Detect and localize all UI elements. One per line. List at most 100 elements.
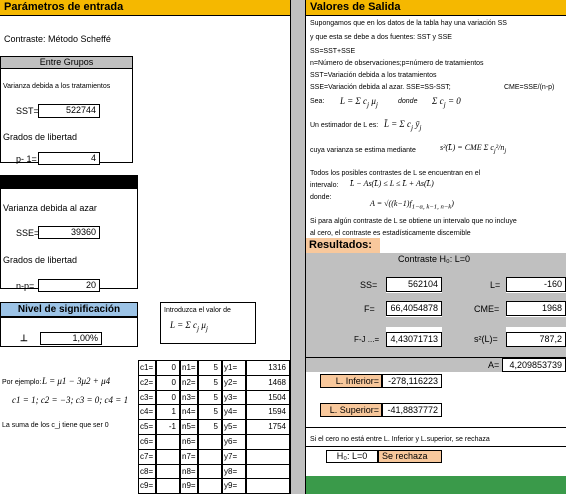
s2-value: 787,2 <box>506 332 566 347</box>
table-label-y: y3= <box>222 389 246 406</box>
fj-value: 4,43071713 <box>386 332 442 347</box>
todos-line-2: intervalo: <box>310 182 339 189</box>
sea-label: Sea: <box>310 98 325 105</box>
gray-row-1 <box>306 265 566 277</box>
ss-label: SS= <box>360 280 378 290</box>
table-input-yv[interactable] <box>246 478 290 494</box>
l-label-bg <box>442 277 506 293</box>
p-input[interactable]: 4 <box>38 152 100 165</box>
table-input-yv[interactable]: 1316 <box>246 360 290 376</box>
table-input-nv[interactable] <box>198 478 222 494</box>
table-input-cv[interactable]: 0 <box>156 374 180 391</box>
table-input-cv[interactable]: -1 <box>156 419 180 435</box>
lsup-value: -41,8837772 <box>382 403 442 417</box>
ejemplo-L-expr: L = μ1 − 3μ2 + μ4 <box>42 376 111 386</box>
ss-eq: SS=SST+SSE <box>310 48 356 55</box>
formula-L-def: L = Σ cj μj <box>340 96 378 109</box>
np-input[interactable]: 20 <box>38 279 100 292</box>
table-input-cv[interactable]: 1 <box>156 404 180 421</box>
sst-label: SST= <box>16 106 39 116</box>
table-input-yv[interactable] <box>246 463 290 480</box>
table-input-yv[interactable]: 1504 <box>246 389 290 406</box>
right-header: Valores de Salida <box>306 0 566 16</box>
table-input-nv[interactable] <box>198 448 222 465</box>
table-input-yv[interactable] <box>246 448 290 465</box>
suma-nota: La suma de los c_j tiene que ser 0 <box>2 422 109 429</box>
table-label-n: n2= <box>180 374 198 391</box>
table-label-c: c6= <box>138 434 156 450</box>
cme-label: CME= <box>474 304 500 314</box>
table-input-cv[interactable] <box>156 448 180 465</box>
cme-value: 1968 <box>506 301 566 316</box>
table-label-y: y5= <box>222 419 246 435</box>
divider-column <box>290 0 306 494</box>
table-label-y: y1= <box>222 360 246 376</box>
table-input-nv[interactable]: 5 <box>198 389 222 406</box>
s2-label-bg <box>442 327 506 347</box>
divider-line-1 <box>306 357 566 358</box>
table-label-c: c2= <box>138 374 156 391</box>
cme-def: CME=SSE/(n-p) <box>504 84 555 91</box>
f-label: F= <box>364 304 375 314</box>
table-input-nv[interactable]: 5 <box>198 419 222 435</box>
table-label-c: c7= <box>138 448 156 465</box>
table-input-yv[interactable]: 1594 <box>246 404 290 421</box>
table-label-c: c8= <box>138 463 156 480</box>
sst-def: SST=Variación debida a los tratamientos <box>310 72 437 79</box>
table-label-n: n7= <box>180 448 198 465</box>
azar-bar <box>0 175 138 189</box>
green-footer <box>306 476 566 494</box>
table-label-y: y8= <box>222 463 246 480</box>
table-label-c: c3= <box>138 389 156 406</box>
l-value: -160 <box>506 277 566 292</box>
table-label-y: y4= <box>222 404 246 421</box>
formula-L-hat: L̄ = Σ cj ȳj <box>384 119 422 132</box>
donde-2: donde: <box>310 194 332 201</box>
table-input-cv[interactable] <box>156 434 180 450</box>
table-input-nv[interactable]: 5 <box>198 404 222 421</box>
resultados-bar <box>306 253 566 265</box>
sst-input[interactable]: 522744 <box>38 104 100 118</box>
f-value: 66,4054878 <box>386 301 442 316</box>
table-input-cv[interactable] <box>156 463 180 480</box>
contraste-h0: Contraste H₀: L=0 <box>398 254 471 264</box>
fj-label-bg <box>306 327 386 347</box>
table-input-yv[interactable] <box>246 434 290 450</box>
todos-line-1: Todos los posibles contrastes de L se en… <box>310 170 481 177</box>
table-input-cv[interactable] <box>156 478 180 494</box>
table-input-nv[interactable] <box>198 463 222 480</box>
intro-line-2: y que esta se debe a dos fuentes: SST y … <box>310 34 452 41</box>
table-label-n: n8= <box>180 463 198 480</box>
table-input-cv[interactable]: 0 <box>156 389 180 406</box>
si-line-2: al cero, el contraste es estadísticament… <box>310 230 471 237</box>
nivel-spinner[interactable]: ⊥ <box>20 333 28 343</box>
h0-result: Se rechaza <box>378 450 442 463</box>
s2-label: s²(L)= <box>474 334 498 344</box>
linf-label: L. Inferior= <box>320 374 382 388</box>
table-input-nv[interactable]: 5 <box>198 360 222 376</box>
table-input-nv[interactable] <box>198 434 222 450</box>
intro-line-1: Supongamos que en los datos de la tabla … <box>310 20 507 27</box>
formula-sum-zero: Σ cj = 0 <box>432 96 461 109</box>
entre-grupos-button[interactable]: Entre Grupos <box>0 56 133 69</box>
table-input-yv[interactable]: 1754 <box>246 419 290 435</box>
divider-line-2 <box>306 427 566 428</box>
nivel-input[interactable]: 1,00% <box>40 332 102 345</box>
gray-row-3 <box>306 317 566 327</box>
table-label-n: n5= <box>180 419 198 435</box>
left-header: Parámetros de entrada <box>0 0 290 16</box>
table-input-yv[interactable]: 1468 <box>246 374 290 391</box>
table-label-n: n3= <box>180 389 198 406</box>
table-label-y: y9= <box>222 478 246 494</box>
table-label-c: c5= <box>138 419 156 435</box>
varianza-label: cuya varianza se estima mediante <box>310 147 416 154</box>
table-label-c: c1= <box>138 360 156 376</box>
sse-input[interactable]: 39360 <box>38 226 100 239</box>
table-label-y: y2= <box>222 374 246 391</box>
table-input-cv[interactable]: 0 <box>156 360 180 376</box>
conclusion-text: Si el cero no está entre L. Inferior y L… <box>310 436 490 443</box>
donde-1: donde <box>398 98 418 105</box>
table-input-nv[interactable]: 5 <box>198 374 222 391</box>
table-label-n: n6= <box>180 434 198 450</box>
lsup-label: L. Superior= <box>320 403 382 417</box>
